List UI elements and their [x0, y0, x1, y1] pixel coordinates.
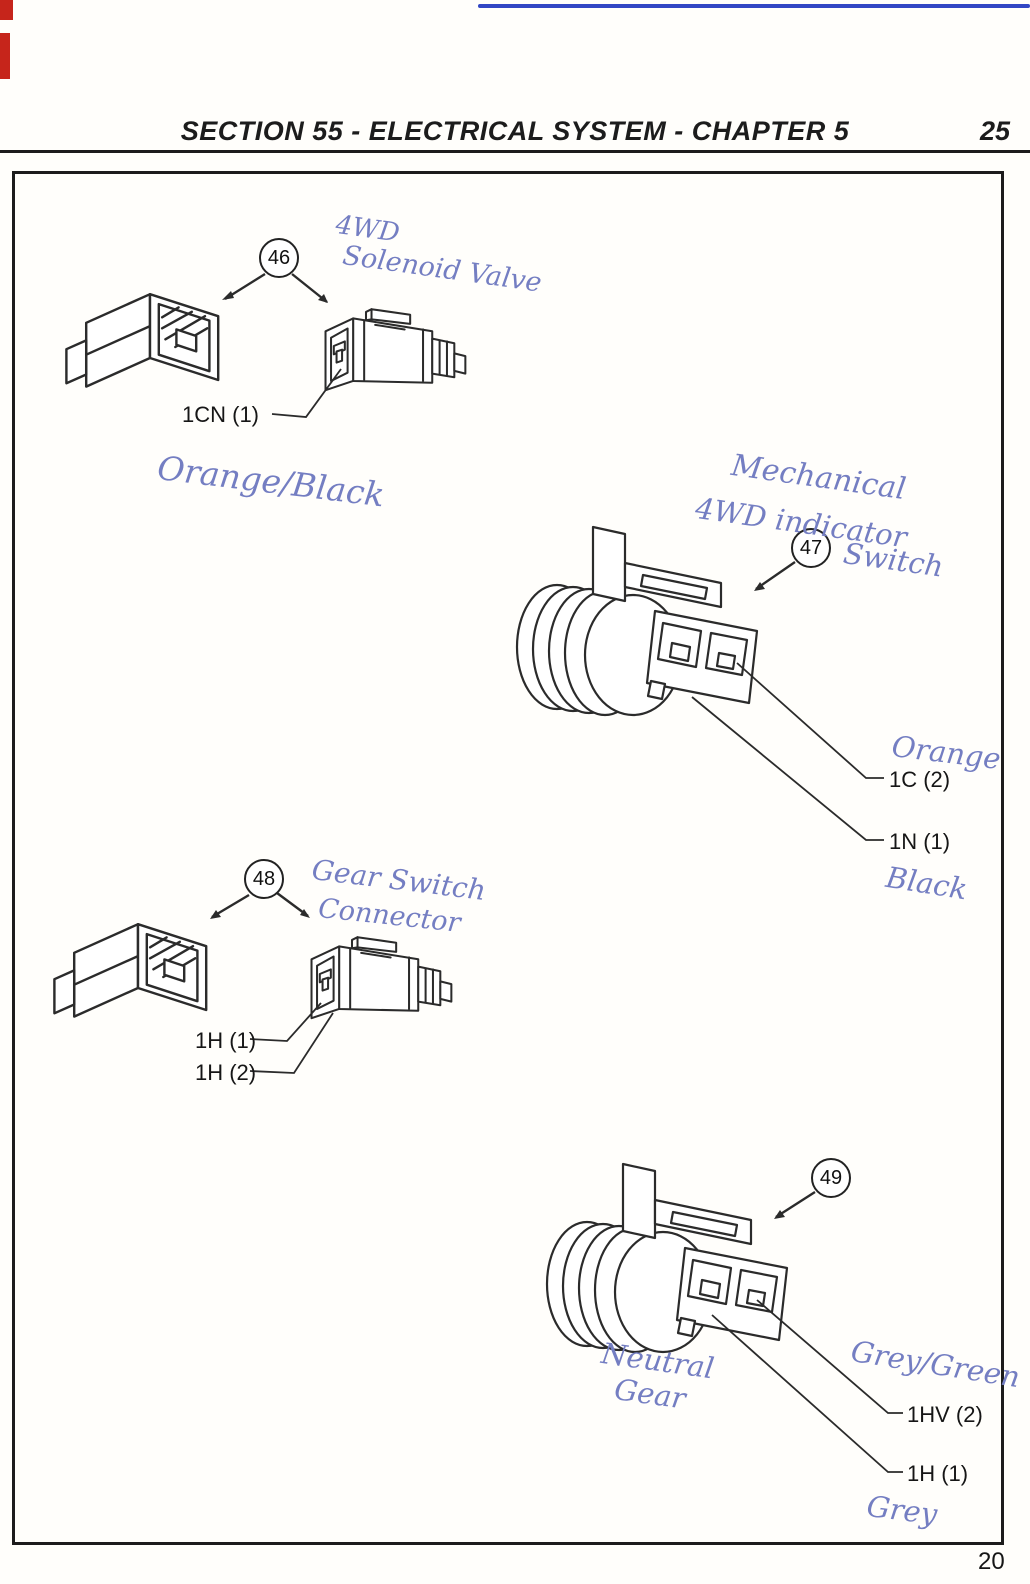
scan-blue-line [478, 4, 1030, 8]
pin-label-1hv-2: 1HV (2) [907, 1402, 983, 1427]
pin-label-1h-1b: 1H (1) [907, 1461, 969, 1486]
callout-circle-48: 48 [244, 859, 284, 899]
pin-label-1n-1: 1N (1) [889, 829, 951, 854]
page-number-bottom: 20 [978, 1548, 1005, 1575]
pin-label-1h-1: 1H (1) [195, 1028, 257, 1053]
pin-label-1cn-1: 1CN (1) [182, 402, 260, 427]
callout-number-49: 49 [819, 1166, 843, 1189]
callout-number-48: 48 [252, 867, 276, 890]
page-number-top: 25 [980, 116, 1011, 146]
section-header: SECTION 55 - ELECTRICAL SYSTEM - CHAPTER… [180, 116, 850, 146]
callout-number-46: 46 [267, 246, 291, 269]
pin-label-1h-2: 1H (2) [195, 1060, 257, 1085]
header-rule [0, 150, 1030, 153]
scan-red-mark [0, 0, 13, 20]
callout-circle-46: 46 [259, 238, 299, 278]
pin-label-1c-2: 1C (2) [889, 767, 951, 792]
scan-red-mark [0, 33, 10, 79]
callout-number-47: 47 [799, 536, 823, 559]
callout-circle-47: 47 [791, 528, 831, 568]
figure-frame [12, 171, 1004, 1545]
callout-circle-49: 49 [811, 1158, 851, 1198]
